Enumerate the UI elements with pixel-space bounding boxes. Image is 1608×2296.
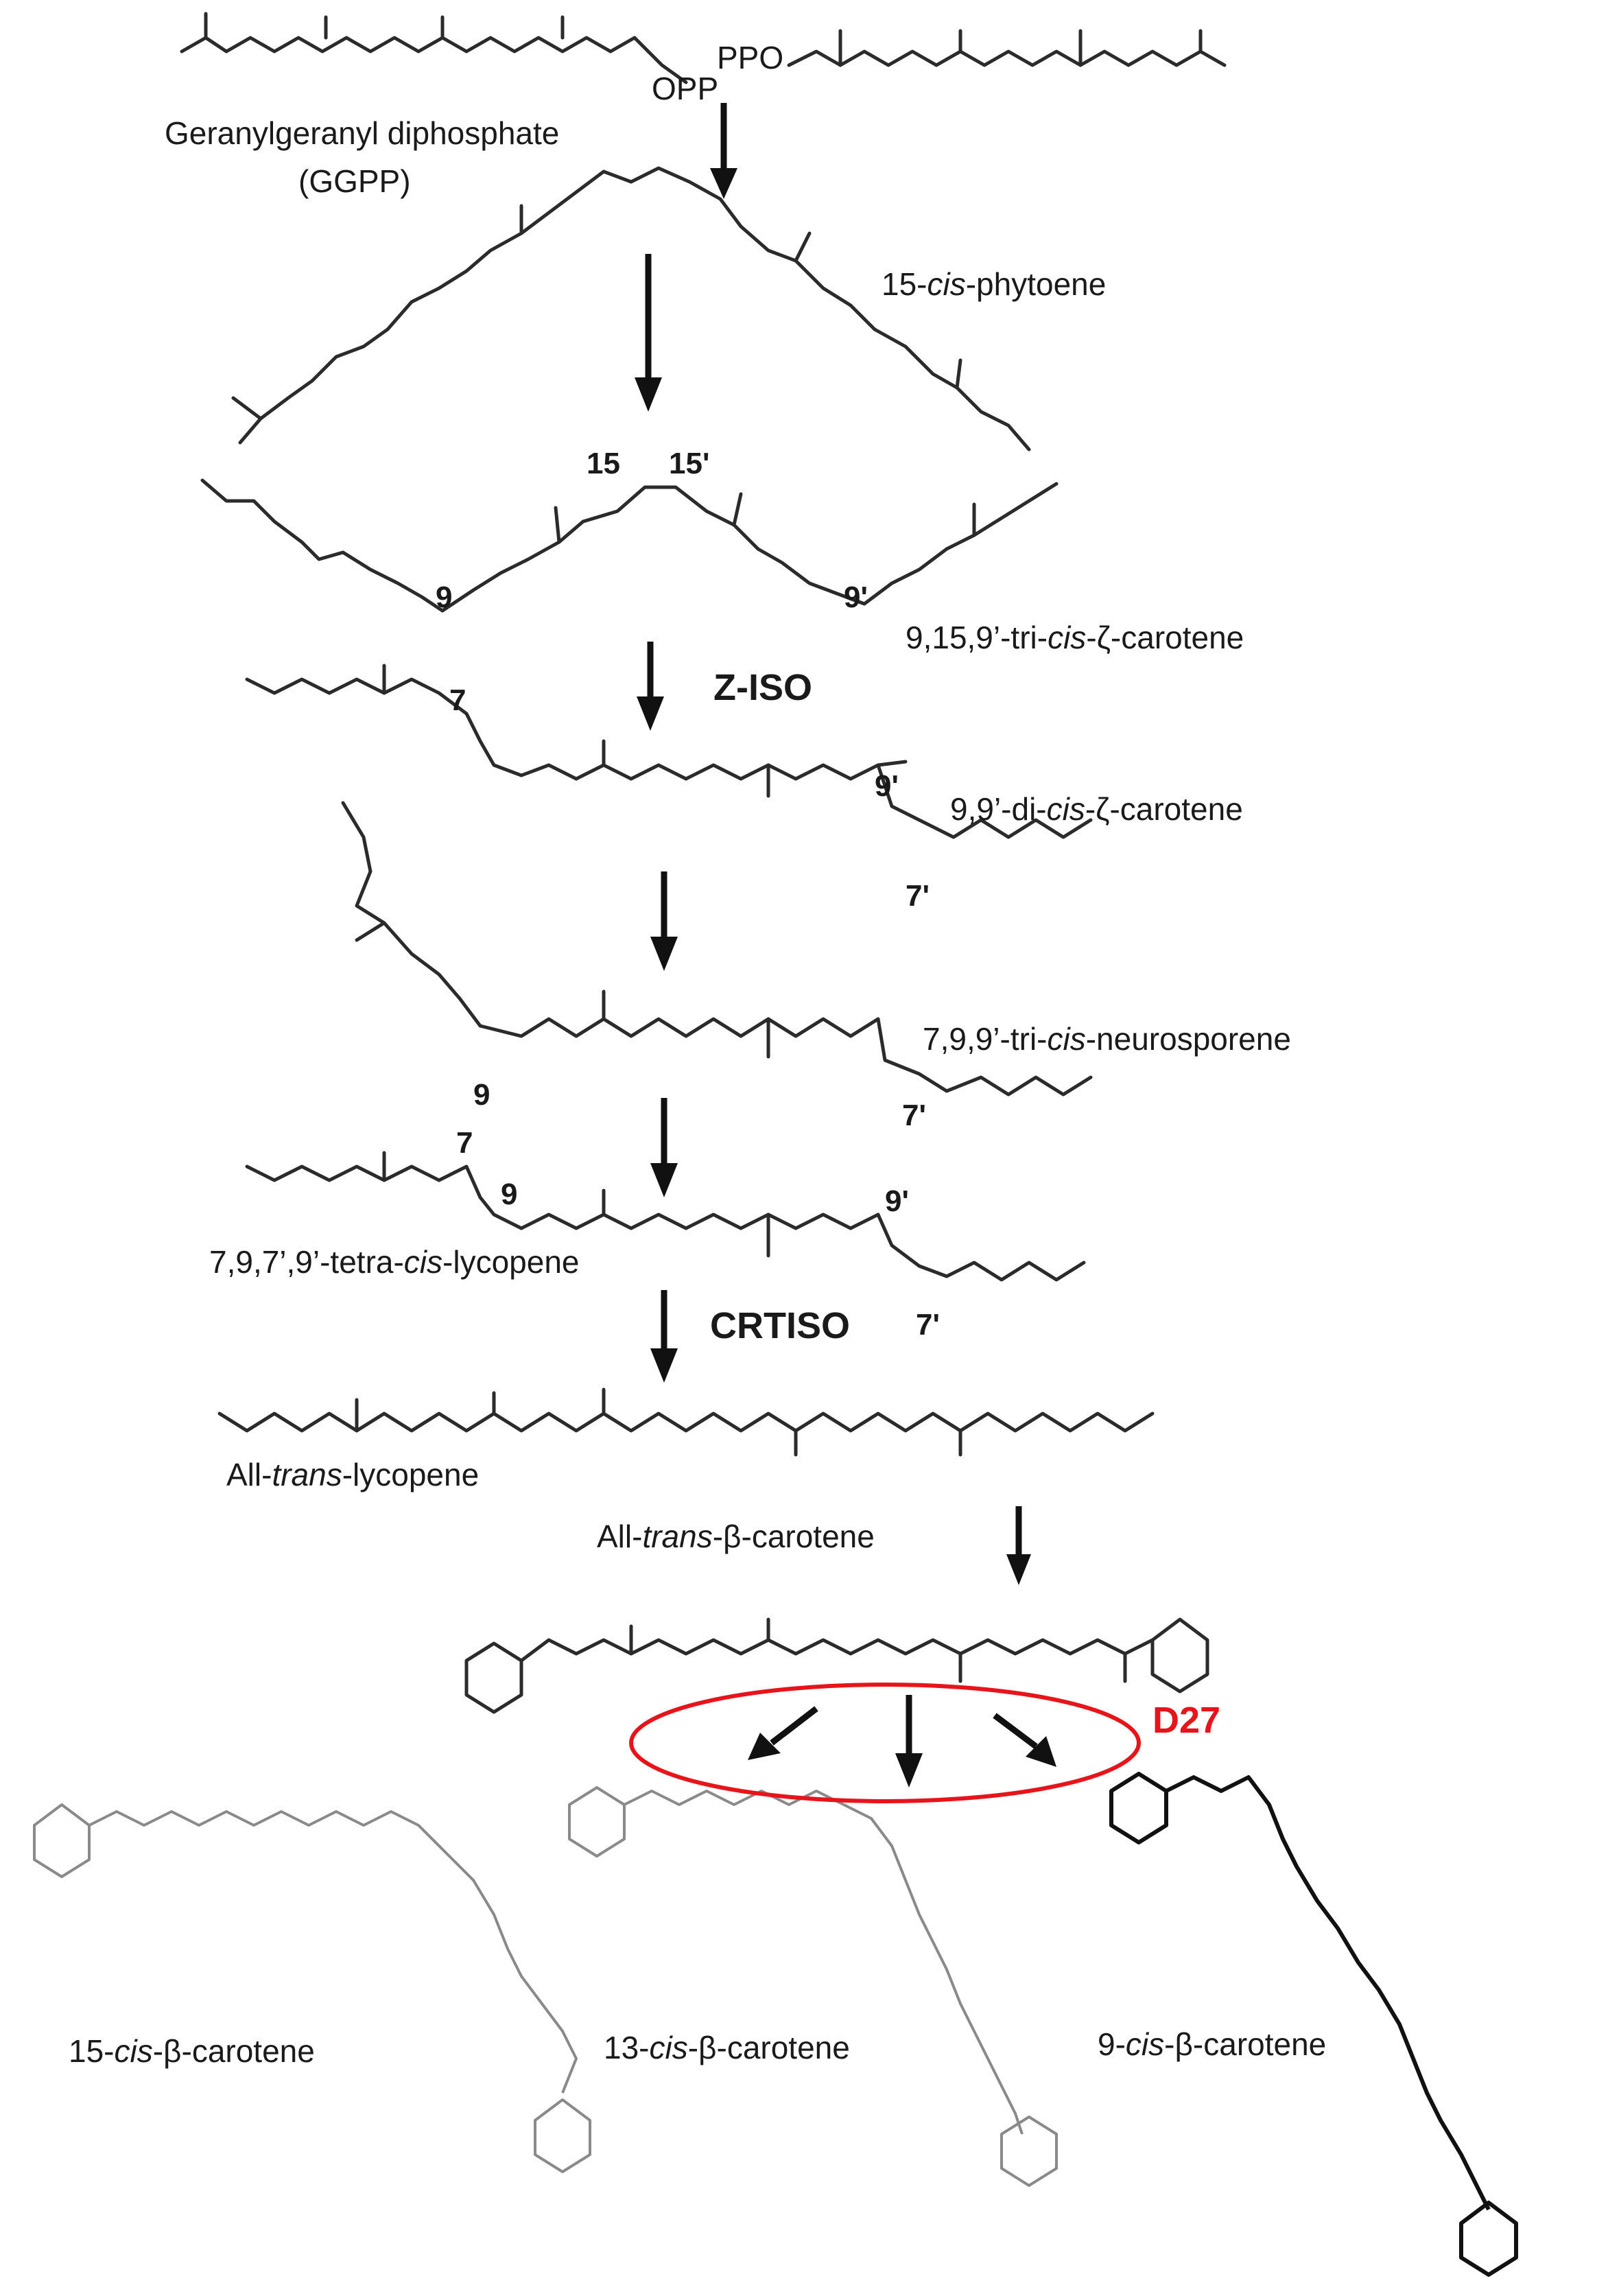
d27-enzyme-label: D27: [1152, 1700, 1220, 1741]
opp-label: OPP: [652, 71, 718, 106]
all-trans-lycopene-structure: [217, 1387, 1155, 1457]
tri-cis-zeta-label: 9,15,9’-tri-cis-ζ-carotene: [906, 620, 1244, 655]
arrow-neurosporene-to-lycopene: [650, 1098, 678, 1197]
tetra-cis-lycopene-structure: [245, 1151, 1086, 1282]
cis9-beta-label: 9-cis-β-carotene: [1098, 2026, 1326, 2062]
position-7prime-label-dicis: 7': [906, 879, 930, 913]
ggpp-label-line2: (GGPP): [298, 163, 411, 199]
all-trans-beta-carotene-structure: [464, 1617, 1209, 1714]
cis9-beta-carotene-structure: [1109, 1772, 1518, 2277]
position-15-label: 15: [587, 447, 620, 480]
cis15-beta-label: 15-cis-β-carotene: [69, 2033, 315, 2069]
cis13-beta-label: 13-cis-β-carotene: [604, 2030, 850, 2065]
crtiso-enzyme-label: CRTISO: [710, 1305, 850, 1346]
position-7prime-label-lyco: 7': [916, 1308, 940, 1342]
ppo-label: PPO: [717, 40, 783, 75]
arrow-dicis-to-neurosporene: [650, 871, 678, 971]
cis15-beta-carotene-structure: [33, 1803, 591, 2173]
ggpp-label-line1: Geranylgeranyl diphosphate: [165, 115, 559, 151]
cis13-beta-carotene-structure: [568, 1786, 1058, 2187]
position-9prime-label-dicis: 9': [875, 769, 899, 803]
arrow-ggpp-to-phytoene: [710, 103, 737, 199]
di-cis-zeta-label: 9,9’-di-cis-ζ-carotene: [950, 791, 1243, 827]
position-7-label-dicis: 7: [449, 683, 466, 717]
z-iso-enzyme-label: Z-ISO: [713, 667, 812, 708]
tetra-cis-lycopene-label: 7,9,7’,9’-tetra-cis-lycopene: [209, 1244, 579, 1280]
neurosporene-label: 7,9,9’-tri-cis-neurosporene: [923, 1021, 1291, 1057]
arrow-zeta-to-dicis: [637, 642, 664, 731]
d27-highlight-ellipse: [629, 1683, 1141, 1803]
tri-cis-zeta-carotene-structure: [200, 478, 1059, 613]
ggpp-left-structure: [180, 12, 688, 84]
arrow-phytoene-to-zeta: [635, 254, 662, 412]
position-9prime-label-lyco: 9': [885, 1184, 909, 1218]
position-7prime-label-neuro: 7': [902, 1099, 926, 1132]
arrow-beta-to-cis9: [993, 1713, 1056, 1767]
neurosporene-structure: [341, 801, 1093, 1097]
di-cis-zeta-carotene-structure: [245, 664, 1093, 839]
phytoene-label: 15-cis-phytoene: [882, 266, 1106, 302]
position-9-label-zeta: 9: [436, 581, 452, 614]
ggpp-right-structure: [787, 29, 1227, 67]
arrow-lycopene-to-beta: [1006, 1506, 1031, 1585]
phytoene-structure: [231, 166, 1031, 452]
position-7-label-lyco: 7: [456, 1126, 473, 1160]
arrow-beta-to-cis13: [895, 1695, 923, 1788]
all-trans-beta-label: All-trans-β-carotene: [597, 1519, 875, 1554]
position-9-label-lyco: 9: [501, 1178, 517, 1211]
arrow-beta-to-cis15: [748, 1706, 818, 1760]
position-9-label-lyco-top: 9: [473, 1078, 490, 1112]
all-trans-lycopene-label: All-trans-lycopene: [226, 1457, 479, 1492]
arrow-tetra-cis-to-all-trans: [650, 1290, 678, 1383]
position-9prime-label-zeta: 9': [844, 581, 868, 614]
position-15prime-label: 15': [669, 447, 709, 480]
